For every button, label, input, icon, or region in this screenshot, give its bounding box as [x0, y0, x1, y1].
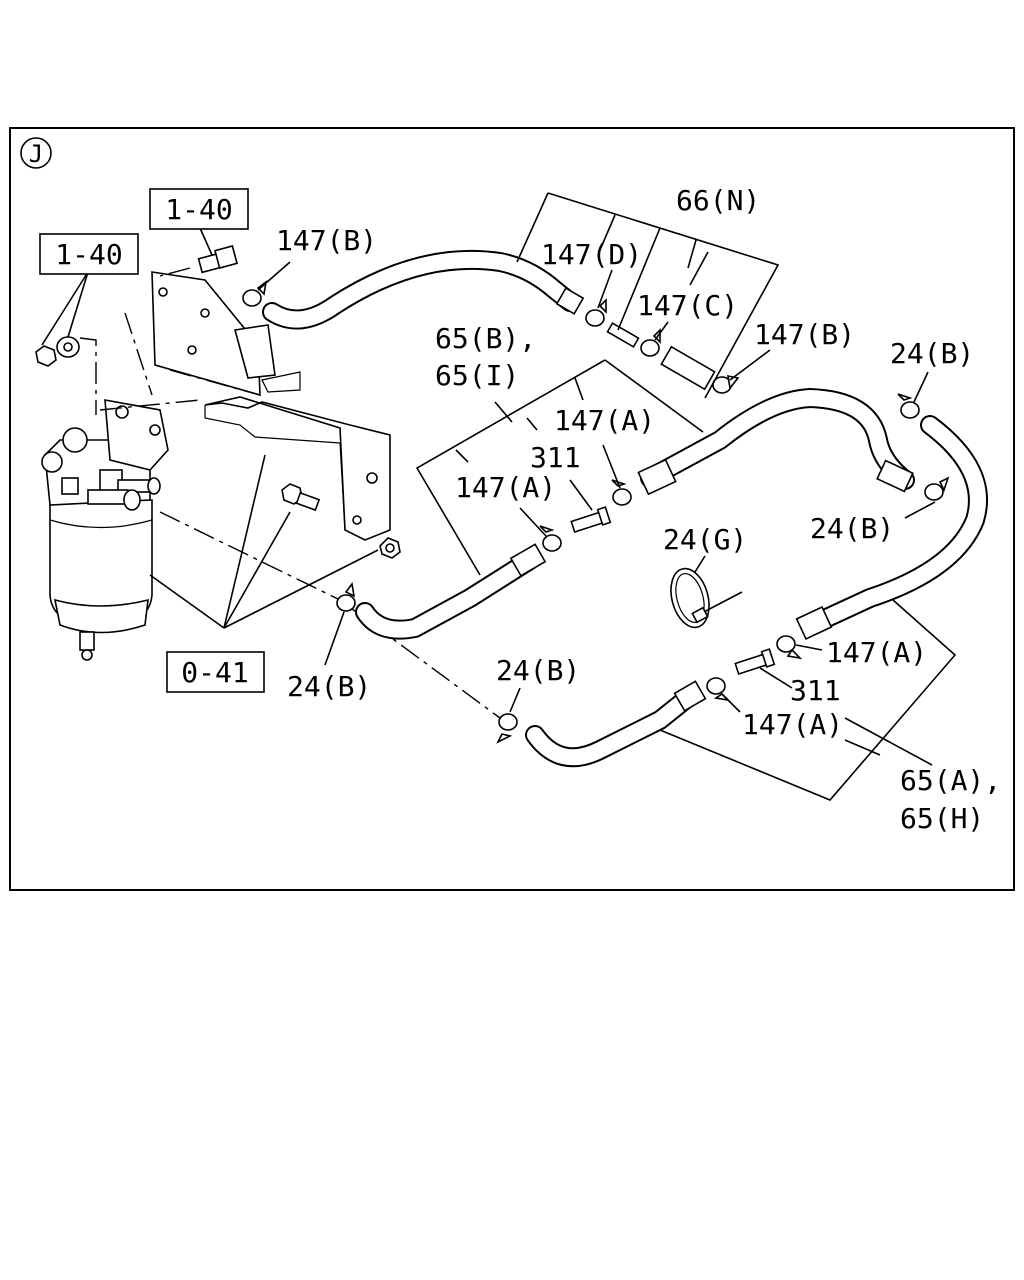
ref-box-1-40-top: 1-40 — [149, 188, 249, 230]
label-65I: 65(I) — [435, 359, 519, 392]
label-147A-lower-right: 147(A) — [826, 636, 927, 669]
joint-311-upper — [570, 506, 612, 533]
mounting-bracket — [151, 271, 391, 541]
label-66N: 66(N) — [676, 184, 760, 217]
band-24G — [670, 567, 743, 629]
label-147A-mid: 147(A) — [455, 471, 556, 504]
svg-text:1-40: 1-40 — [55, 238, 122, 271]
label-147D: 147(D) — [541, 238, 642, 271]
hose-right — [795, 415, 988, 640]
label-311-upper: 311 — [530, 441, 581, 474]
clamp-147A-mid — [539, 525, 562, 552]
joint-311-lower — [734, 648, 776, 675]
clamp-24B-top-right — [897, 393, 920, 419]
nut-right — [379, 537, 401, 559]
hose-65B-65I — [637, 388, 915, 496]
label-24B-top-right: 24(B) — [890, 337, 974, 370]
clamp-147D — [585, 298, 607, 327]
label-147C: 147(C) — [637, 289, 738, 322]
label-24B-bottom: 24(B) — [496, 654, 580, 687]
clamp-147C — [640, 328, 661, 357]
clamp-24B-right — [924, 476, 950, 501]
diagram-frame — [9, 127, 1015, 891]
label-65B: 65(B), — [435, 322, 536, 355]
ref-box-0-41: 0-41 — [166, 651, 265, 693]
label-147B-left: 147(B) — [276, 224, 377, 257]
ref-box-1-40-left: 1-40 — [39, 233, 139, 275]
svg-text:0-41: 0-41 — [181, 656, 248, 689]
hose-65A-65H — [525, 680, 707, 768]
hose-66N — [262, 249, 716, 391]
bolt-center — [281, 483, 321, 512]
label-65A: 65(A), — [900, 764, 1001, 797]
clamp-24B-left — [336, 582, 356, 612]
svg-text:1-40: 1-40 — [165, 193, 232, 226]
label-147A-upper: 147(A) — [554, 404, 655, 437]
clamp-147B-right — [712, 374, 740, 394]
fuel-filter-assembly — [41, 399, 169, 661]
nut-washer-left — [35, 336, 80, 367]
clamp-24B-bottom — [496, 713, 518, 744]
clamp-147A-lower-right — [776, 635, 803, 660]
clamp-147A-upper — [611, 479, 632, 506]
label-24B-left: 24(B) — [287, 670, 371, 703]
view-marker: J — [20, 137, 52, 169]
joint-upper-small — [606, 322, 640, 348]
label-311-lower: 311 — [790, 674, 841, 707]
label-147B-right: 147(B) — [754, 318, 855, 351]
label-65H: 65(H) — [900, 802, 984, 835]
bolt-upper — [197, 244, 239, 274]
label-147A-lower: 147(A) — [742, 708, 843, 741]
hose-lower-left — [355, 543, 547, 640]
label-24B-right: 24(B) — [810, 512, 894, 545]
label-24G: 24(G) — [663, 523, 747, 556]
svg-text:J: J — [29, 140, 43, 168]
